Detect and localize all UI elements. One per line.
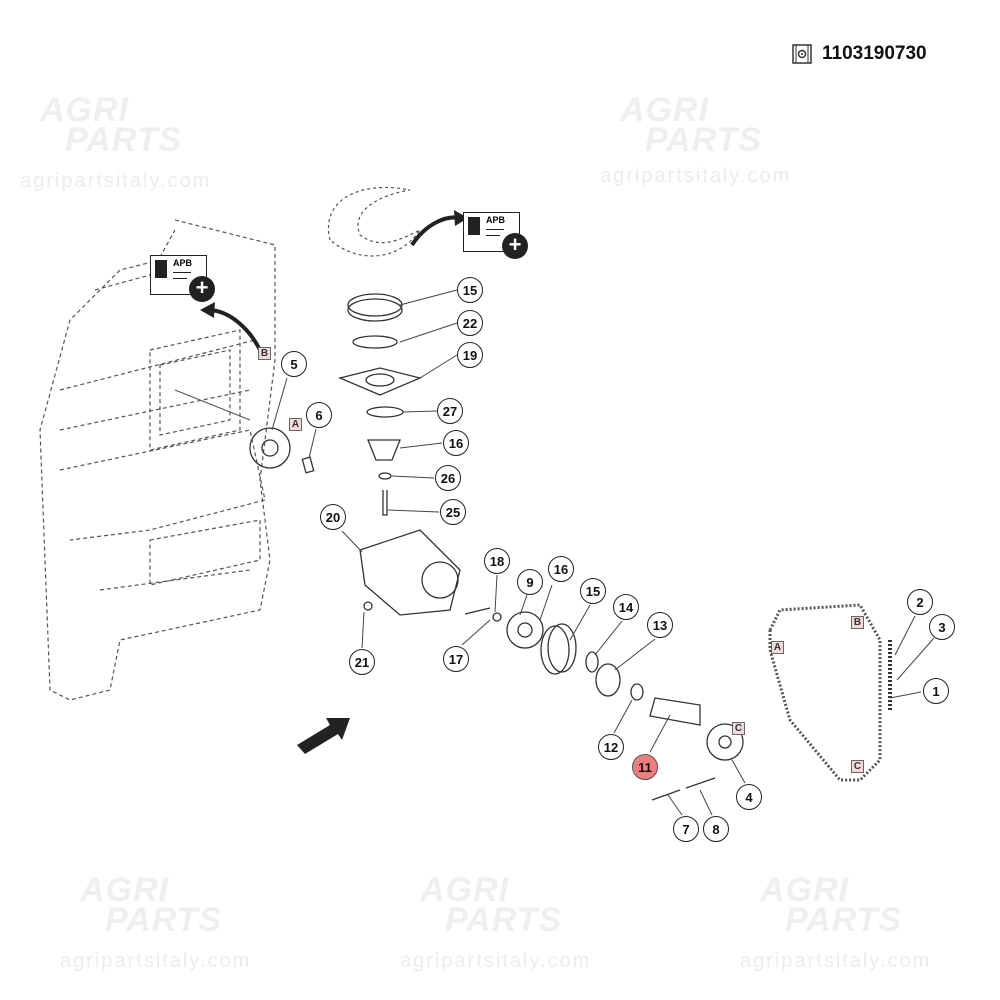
callout-part-1[interactable]: 1: [923, 678, 949, 704]
callout-part-3[interactable]: 3: [929, 614, 955, 640]
callout-part-5[interactable]: 5: [281, 351, 307, 377]
callout-part-21[interactable]: 21: [349, 649, 375, 675]
arrow-head-icon: [454, 210, 468, 226]
arrow-head-icon: [200, 302, 215, 318]
callout-part-9[interactable]: 9: [517, 569, 543, 595]
text-line-icon: [173, 272, 191, 273]
callout-part-17[interactable]: 17: [443, 646, 469, 672]
callout-part-12[interactable]: 12: [598, 734, 624, 760]
connection-tag: C: [851, 760, 864, 773]
text-line-icon: [486, 235, 500, 236]
callout-part-20[interactable]: 20: [320, 504, 346, 530]
callout-part-2[interactable]: 2: [907, 589, 933, 615]
apb-reference-badge[interactable]: APB +: [463, 212, 528, 259]
callout-part-19[interactable]: 19: [457, 342, 483, 368]
connection-tag: A: [289, 418, 302, 431]
callout-part-25[interactable]: 25: [440, 499, 466, 525]
apb-label: APB: [486, 215, 506, 225]
text-line-icon: [486, 229, 504, 230]
callout-part-18[interactable]: 18: [484, 548, 510, 574]
connection-tag: A: [771, 641, 784, 654]
reference-arrow-b: [207, 308, 262, 351]
callout-part-15[interactable]: 15: [580, 578, 606, 604]
connection-tag: C: [732, 722, 745, 735]
callout-part-16[interactable]: 16: [548, 556, 574, 582]
part-number-header: 1103190730: [790, 42, 927, 66]
callout-part-7[interactable]: 7: [673, 816, 699, 842]
plus-circle-icon: +: [189, 276, 215, 302]
text-line-icon: [173, 278, 187, 279]
plus-circle-icon: +: [502, 233, 528, 259]
apb-reference-badge[interactable]: APB +: [150, 255, 215, 302]
connection-tag: B: [851, 616, 864, 629]
drawing-sheet-gear-icon: [792, 44, 812, 64]
callout-part-26[interactable]: 26: [435, 465, 461, 491]
parts-artwork: [249, 293, 892, 801]
callout-part-8[interactable]: 8: [703, 816, 729, 842]
callout-part-15[interactable]: 15: [457, 277, 483, 303]
callout-part-11[interactable]: 11: [632, 754, 658, 780]
apb-label: APB: [173, 258, 193, 268]
reference-arrow-top: [410, 215, 461, 247]
callout-part-27[interactable]: 27: [437, 398, 463, 424]
document-block-icon: [468, 217, 480, 235]
callout-part-13[interactable]: 13: [647, 612, 673, 638]
sprocket-5: [249, 427, 291, 469]
part-number: 1103190730: [822, 43, 927, 64]
document-block-icon: [155, 260, 167, 278]
view-direction-arrow-icon: [297, 718, 350, 754]
callout-part-22[interactable]: 22: [457, 310, 483, 336]
callout-part-16[interactable]: 16: [443, 430, 469, 456]
connection-tag: B: [258, 347, 271, 360]
leader-lines: [271, 289, 935, 816]
callout-part-14[interactable]: 14: [613, 594, 639, 620]
callout-part-6[interactable]: 6: [306, 402, 332, 428]
callout-part-4[interactable]: 4: [736, 784, 762, 810]
